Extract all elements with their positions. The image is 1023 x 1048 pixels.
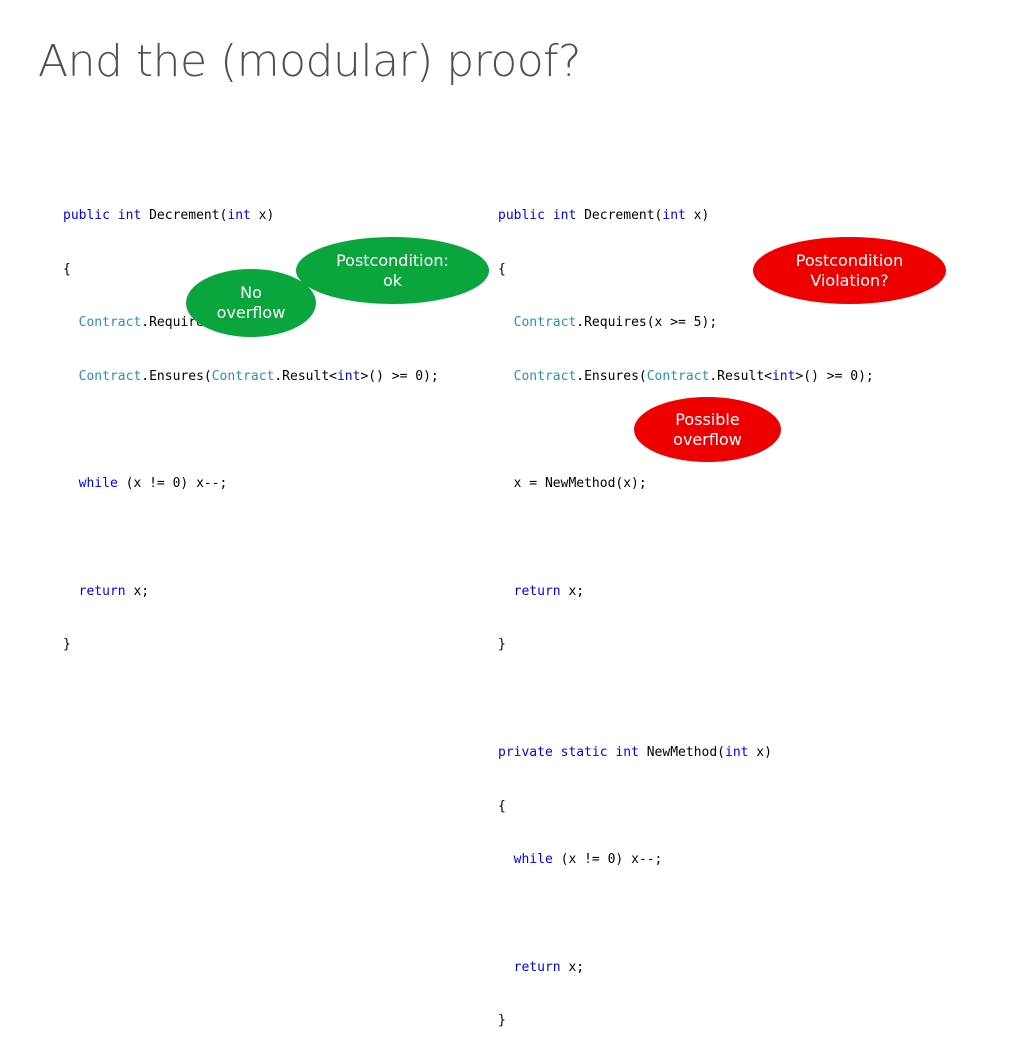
callout-text: overflow bbox=[673, 429, 742, 449]
code-text: .Result< bbox=[274, 368, 337, 384]
code-line: x = NewMethod(x); bbox=[498, 476, 647, 492]
callout-text: No bbox=[240, 283, 262, 302]
callout-postcondition-ok: Postcondition: ok bbox=[296, 237, 489, 304]
code-keyword: private bbox=[498, 744, 553, 760]
callout-no-overflow: No overflow bbox=[186, 269, 316, 337]
code-text: .Requires(x >= 5); bbox=[576, 315, 718, 331]
code-keyword: int bbox=[662, 207, 686, 223]
code-keyword: int bbox=[615, 744, 639, 760]
callout-possible-overflow: Possible overflow bbox=[634, 397, 781, 462]
code-line: { bbox=[498, 798, 506, 814]
code-text bbox=[110, 208, 118, 223]
code-line: { bbox=[498, 261, 506, 277]
code-line bbox=[498, 905, 874, 923]
code-line: Contract.Ensures(Contract.Result<int>() … bbox=[498, 368, 874, 386]
code-line: } bbox=[498, 1013, 506, 1029]
slide-title: And the (modular) proof? bbox=[38, 36, 582, 87]
code-keyword: while bbox=[513, 852, 553, 868]
code-keyword: int bbox=[725, 744, 749, 760]
code-type: Contract bbox=[513, 368, 577, 384]
code-text: x) bbox=[748, 744, 772, 760]
code-line bbox=[498, 529, 874, 547]
code-text bbox=[553, 745, 561, 760]
code-text bbox=[498, 369, 514, 384]
code-line: } bbox=[63, 637, 71, 653]
code-type: Contract bbox=[78, 368, 142, 384]
code-keyword: static bbox=[560, 744, 608, 760]
code-line: public int Decrement(int x) bbox=[498, 207, 874, 225]
code-line: Contract.Ensures(Contract.Result<int>() … bbox=[63, 368, 439, 386]
code-keyword: return bbox=[513, 583, 561, 599]
code-keyword: return bbox=[513, 959, 561, 975]
code-line: while (x != 0) x--; bbox=[63, 475, 439, 493]
code-keyword: while bbox=[78, 476, 118, 492]
code-line: private static int NewMethod(int x) bbox=[498, 744, 874, 762]
code-text: (x != 0) x--; bbox=[552, 852, 663, 868]
code-text bbox=[545, 208, 553, 223]
callout-text: Possible bbox=[675, 409, 740, 429]
code-text: .Result< bbox=[709, 368, 772, 384]
code-text: x; bbox=[125, 583, 150, 599]
code-text: NewMethod( bbox=[638, 744, 725, 760]
code-text: .Ensures( bbox=[141, 368, 212, 384]
code-type: Contract bbox=[513, 315, 577, 331]
code-type: Contract bbox=[78, 315, 142, 331]
code-text bbox=[498, 852, 514, 867]
callout-text: ok bbox=[382, 270, 403, 290]
code-keyword: int bbox=[552, 207, 577, 223]
code-text: Decrement( bbox=[141, 207, 228, 223]
code-line bbox=[498, 690, 874, 708]
code-line: { bbox=[63, 261, 71, 277]
code-text bbox=[63, 315, 79, 330]
code-line: while (x != 0) x--; bbox=[498, 851, 874, 869]
code-text: >() >= 0); bbox=[360, 368, 439, 384]
code-line: Contract.Requires(x >= 5); bbox=[498, 314, 874, 332]
code-text bbox=[63, 369, 79, 384]
code-keyword: int bbox=[117, 207, 142, 223]
code-keyword: public bbox=[498, 207, 545, 223]
callout-text: Violation? bbox=[810, 270, 889, 290]
code-text bbox=[608, 745, 616, 760]
code-type: Contract bbox=[211, 368, 275, 384]
code-text bbox=[63, 476, 79, 491]
code-keyword: int bbox=[336, 368, 361, 384]
callout-text: Postcondition bbox=[795, 250, 904, 270]
code-type: Contract bbox=[646, 368, 710, 384]
code-line: return x; bbox=[498, 583, 874, 601]
callout-text: overflow bbox=[216, 303, 286, 322]
code-text: x) bbox=[685, 207, 710, 223]
code-text: .Ensures( bbox=[576, 368, 647, 384]
code-text bbox=[498, 584, 514, 599]
code-text: x; bbox=[560, 959, 585, 975]
code-text bbox=[498, 960, 514, 975]
code-line: public int Decrement(int x) bbox=[63, 207, 439, 225]
code-text: x) bbox=[250, 207, 275, 223]
code-text: >() >= 0); bbox=[795, 368, 874, 384]
code-text: (x != 0) x--; bbox=[117, 476, 228, 492]
code-line: return x; bbox=[63, 583, 439, 601]
code-keyword: int bbox=[771, 368, 796, 384]
code-keyword: int bbox=[227, 207, 251, 223]
code-text: Decrement( bbox=[576, 207, 663, 223]
code-text bbox=[63, 584, 79, 599]
code-block-decrement-with-method: public int Decrement(int x) { Contract.R… bbox=[498, 171, 874, 1048]
code-text bbox=[498, 315, 514, 330]
code-line bbox=[63, 422, 439, 440]
callout-text: Postcondition: bbox=[336, 250, 449, 270]
code-keyword: public bbox=[63, 207, 110, 223]
code-keyword: return bbox=[78, 583, 126, 599]
code-line: return x; bbox=[498, 959, 874, 977]
code-line bbox=[63, 529, 439, 547]
code-text: x; bbox=[560, 583, 585, 599]
callout-postcondition-violation: Postcondition Violation? bbox=[753, 237, 946, 304]
code-line: } bbox=[498, 637, 506, 653]
